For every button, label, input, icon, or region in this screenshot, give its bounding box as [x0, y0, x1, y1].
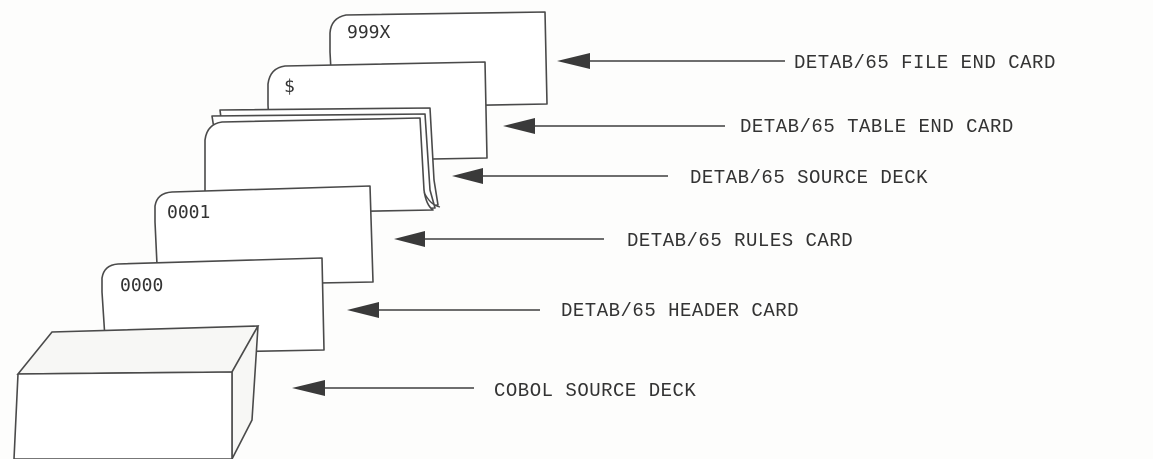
- label-rules-card: DETAB/65 RULES CARD: [627, 230, 853, 252]
- header-arrow: [347, 302, 540, 318]
- label-header-card: DETAB/65 HEADER CARD: [561, 300, 799, 322]
- cobol-arrow: [292, 380, 474, 396]
- table-end-card-code: $: [284, 76, 295, 97]
- source-deck-arrow: [452, 168, 668, 184]
- label-table-end-card: DETAB/65 TABLE END CARD: [740, 116, 1014, 138]
- header-card-code: 0000: [120, 275, 163, 296]
- rules-arrow: [394, 231, 604, 247]
- file-end-card-code: 999X: [347, 22, 391, 43]
- file-end-arrow: [557, 53, 785, 69]
- rules-card-code: 0001: [167, 202, 210, 223]
- label-source-deck: DETAB/65 SOURCE DECK: [690, 167, 928, 189]
- label-cobol-source-deck: COBOL SOURCE DECK: [494, 380, 696, 402]
- label-file-end-card: DETAB/65 FILE END CARD: [794, 52, 1056, 74]
- cobol-source-deck: [14, 326, 258, 459]
- table-end-arrow: [503, 118, 725, 134]
